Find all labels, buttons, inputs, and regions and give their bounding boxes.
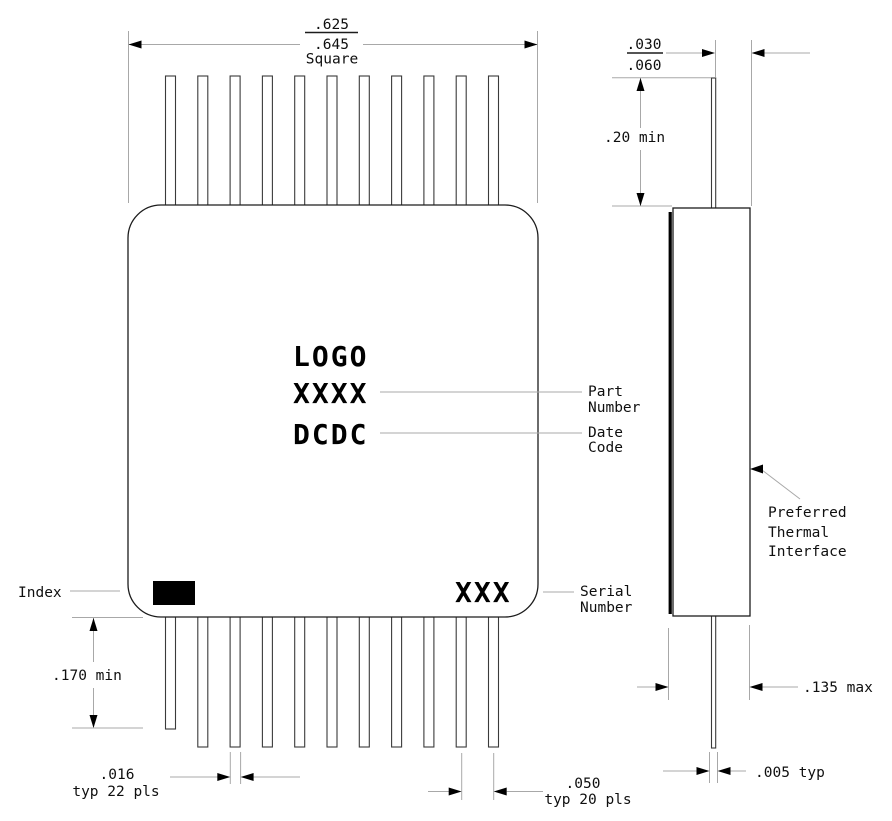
top-view: LOGO XXXX DCDC XXX xyxy=(127,75,539,748)
dim-body-thickness: .135 max xyxy=(803,680,873,696)
thermal-arrow xyxy=(750,464,763,474)
dimension-lines xyxy=(70,31,810,800)
date-code-marking: DCDC xyxy=(293,418,368,451)
date-code-label-line2: Code xyxy=(588,440,623,456)
dim-lead-pitch-note: typ 20 pls xyxy=(544,792,631,808)
side-bottom-lead xyxy=(710,614,717,749)
dim-bottom-lead-length: .170 min xyxy=(52,668,122,684)
date-code-label-line1: Date xyxy=(588,425,623,441)
package-body xyxy=(127,204,539,618)
serial-number-label-line1: Serial xyxy=(580,584,632,600)
dim-lead-offset-lower: .060 xyxy=(627,58,662,74)
dim-body-square-caption: Square xyxy=(306,52,358,68)
thermal-label-line1: Preferred xyxy=(768,505,847,521)
dimension-text: .625 .645 Square .030 .060 .20 min .170 … xyxy=(18,17,873,808)
part-number-label-line1: Part xyxy=(588,384,623,400)
index-label: Index xyxy=(18,585,62,601)
thermal-leader xyxy=(761,469,801,500)
logo-marking: LOGO xyxy=(293,340,368,373)
serial-number-label-line2: Number xyxy=(580,600,633,616)
dim-body-square-upper: .625 xyxy=(314,17,349,33)
serial-number-marking: XXX xyxy=(455,576,512,609)
thermal-interface-face xyxy=(668,212,672,614)
dim-top-lead-length: .20 min xyxy=(604,130,665,146)
dim-lead-width-value: .016 xyxy=(100,767,135,783)
dim-lead-offset-upper: .030 xyxy=(627,37,662,53)
dim-lead-width-note: typ 22 pls xyxy=(72,784,159,800)
side-view xyxy=(668,77,751,749)
dim-lead-thickness: .005 typ xyxy=(755,765,825,781)
top-leads xyxy=(164,75,500,207)
dim-body-square-lower: .645 xyxy=(314,37,349,53)
side-top-lead xyxy=(710,77,717,210)
part-number-label-line2: Number xyxy=(588,400,641,416)
thermal-label-line3: Interface xyxy=(768,544,847,560)
bottom-leads xyxy=(164,616,500,748)
index-mark xyxy=(153,581,195,605)
part-number-marking: XXXX xyxy=(293,377,368,410)
thermal-label-line2: Thermal xyxy=(768,525,829,541)
dim-lead-pitch-value: .050 xyxy=(566,776,601,792)
side-body xyxy=(672,207,751,617)
